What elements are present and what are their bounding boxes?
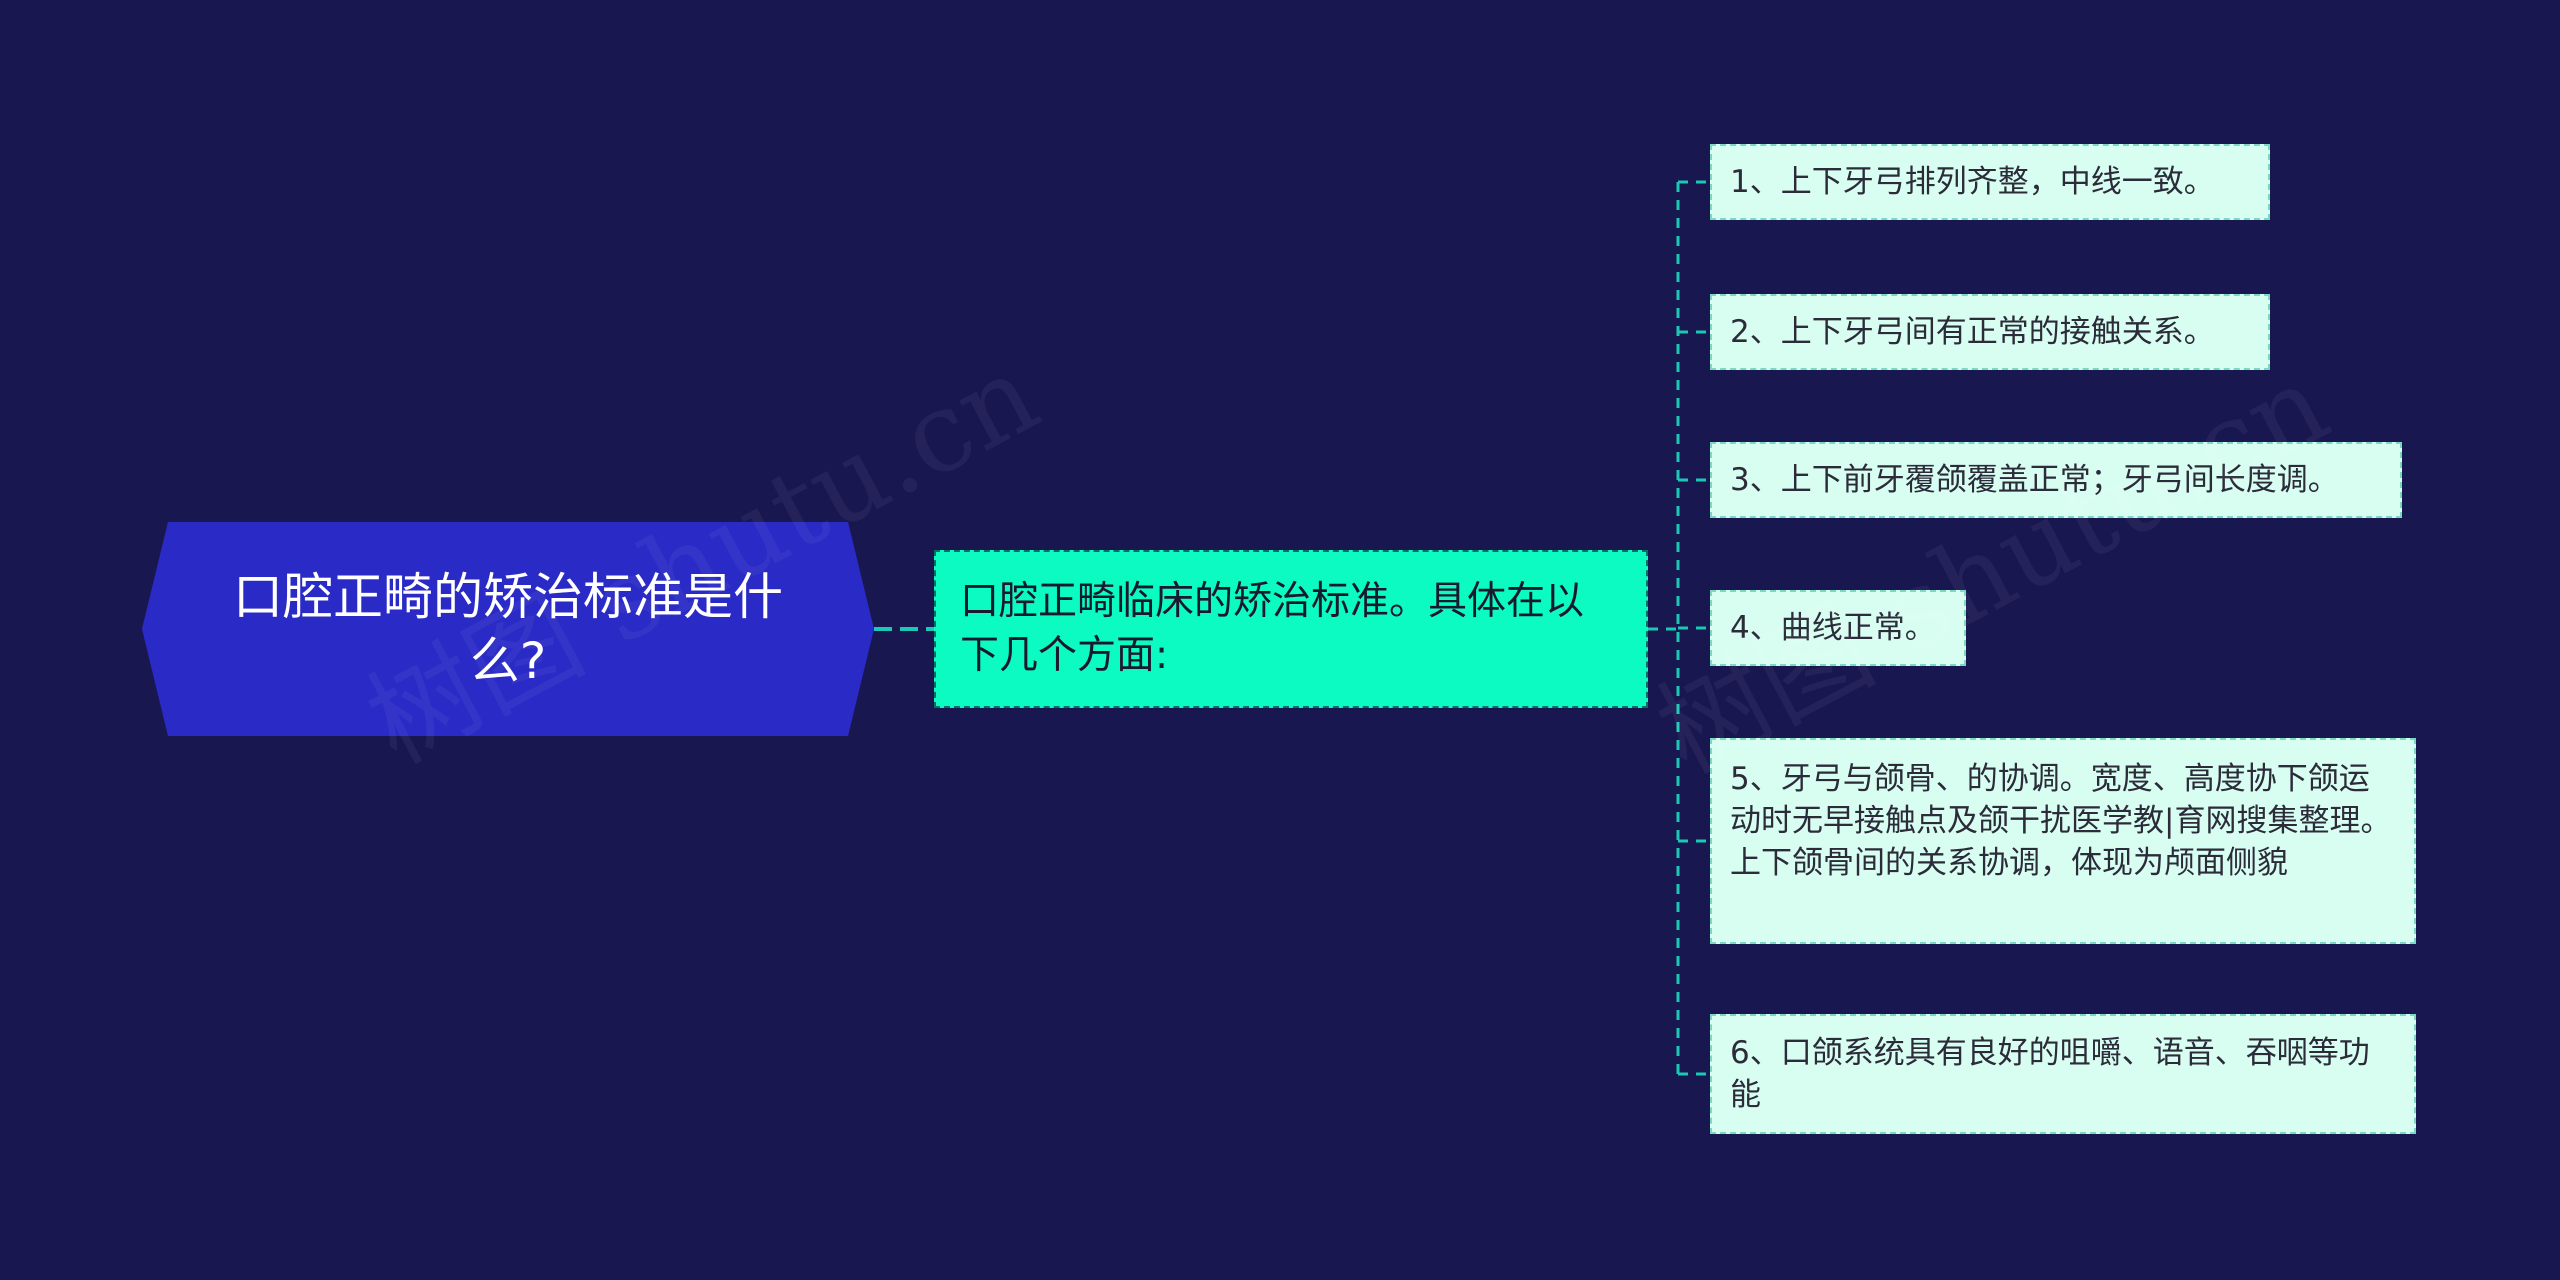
- leaf-node-6[interactable]: 6、口颌系统具有良好的咀嚼、语音、吞咽等功能: [1710, 1014, 2416, 1134]
- leaf-node-4[interactable]: 4、曲线正常。: [1710, 590, 1966, 666]
- leaf-label: 6、口颌系统具有良好的咀嚼、语音、吞咽等功能: [1730, 1035, 2370, 1113]
- leaf-label: 1、上下牙弓排列齐整，中线一致。: [1730, 164, 2215, 200]
- leaf-label: 5、牙弓与颌骨、的协调。宽度、高度协下颌运动时无早接触点及颌干扰医学教|育网搜集…: [1730, 761, 2392, 881]
- leaf-node-5[interactable]: 5、牙弓与颌骨、的协调。宽度、高度协下颌运动时无早接触点及颌干扰医学教|育网搜集…: [1710, 738, 2416, 944]
- leaf-label: 2、上下牙弓间有正常的接触关系。: [1730, 314, 2215, 350]
- subtopic-node[interactable]: 口腔正畸临床的矫治标准。具体在以下几个方面:: [934, 550, 1648, 708]
- leaf-label: 4、曲线正常。: [1730, 610, 1936, 646]
- subtopic-label: 口腔正畸临床的矫治标准。具体在以下几个方面:: [960, 579, 1585, 678]
- leaf-node-2[interactable]: 2、上下牙弓间有正常的接触关系。: [1710, 294, 2270, 370]
- leaf-label: 3、上下前牙覆颌覆盖正常；牙弓间长度调。: [1730, 462, 2339, 498]
- root-topic-node[interactable]: 口腔正畸的矫治标准是什么?: [142, 522, 874, 736]
- root-topic-label: 口腔正畸的矫治标准是什么?: [233, 568, 783, 690]
- leaf-node-3[interactable]: 3、上下前牙覆颌覆盖正常；牙弓间长度调。: [1710, 442, 2402, 518]
- leaf-node-1[interactable]: 1、上下牙弓排列齐整，中线一致。: [1710, 144, 2270, 220]
